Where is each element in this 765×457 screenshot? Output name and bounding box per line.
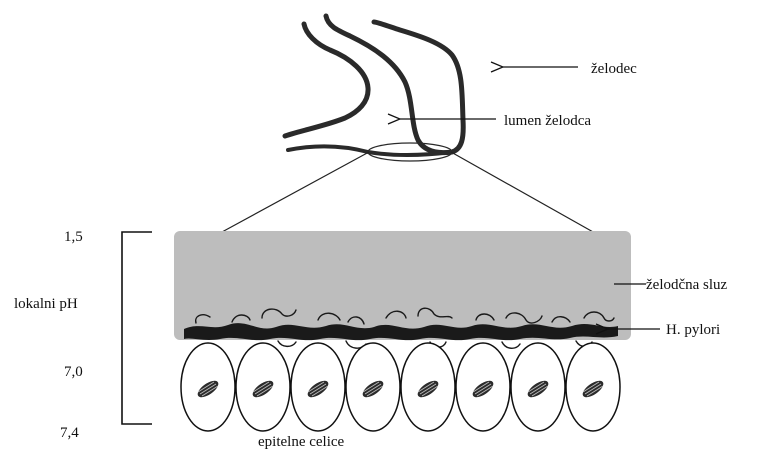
epithelial-cell	[456, 343, 510, 431]
ph-bracket	[122, 232, 152, 424]
ph-value-mid: 7,0	[64, 364, 83, 380]
ph-title-label: lokalni pH	[14, 296, 78, 312]
epithelial-cells	[181, 343, 620, 431]
lumen-label: lumen želodca	[504, 113, 591, 129]
epithelial-cells-label: epitelne celice	[258, 434, 345, 450]
ph-value-bottom: 7,4	[60, 425, 79, 441]
epithelial-cell	[511, 343, 565, 431]
epithelial-cell	[236, 343, 290, 431]
epithelial-cell	[401, 343, 455, 431]
stomach-label: želodec	[591, 61, 637, 77]
stomach-outer-wall	[326, 16, 463, 153]
epithelial-cell	[566, 343, 620, 431]
epithelial-cell	[291, 343, 345, 431]
epithelial-cell	[346, 343, 400, 431]
stomach-outline	[285, 16, 463, 161]
h-pylori-label: H. pylori	[666, 322, 720, 338]
mucus-label: želodčna sluz	[646, 277, 728, 293]
ph-value-top: 1,5	[64, 229, 83, 245]
zoom-lines	[222, 152, 602, 237]
epithelial-cell	[181, 343, 235, 431]
